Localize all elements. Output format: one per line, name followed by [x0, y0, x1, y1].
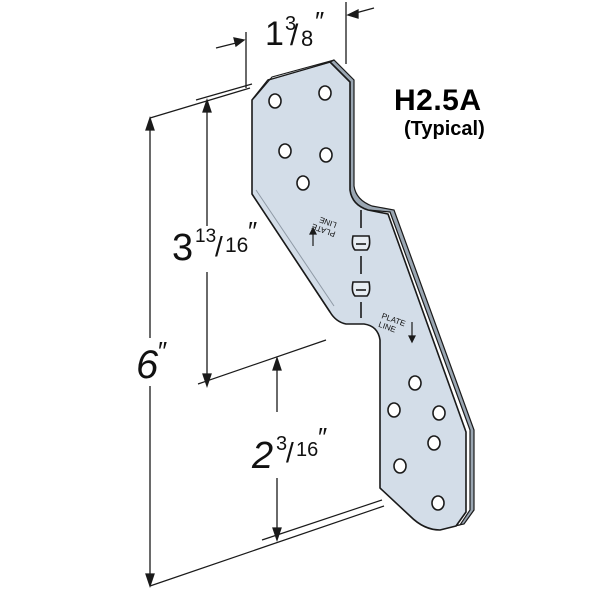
plate-centerline: [351, 210, 371, 318]
svg-text:6: 6: [136, 343, 159, 387]
svg-text:16: 16: [296, 439, 318, 461]
nail-holes: [268, 85, 446, 511]
nail-hole: [408, 375, 422, 391]
svg-text:″: ″: [158, 336, 167, 366]
svg-text:″: ″: [248, 216, 257, 246]
product-model-title: H2.5A: [394, 84, 482, 117]
nail-hole: [432, 405, 446, 421]
svg-text:3: 3: [285, 13, 296, 35]
nail-hole: [268, 93, 282, 109]
dimension-lower-height: 2 3 / 16 ″: [251, 355, 327, 543]
plate-line-arrow-lower-icon: [408, 322, 416, 344]
plate-line-arrow-upper-icon: [309, 226, 317, 246]
svg-text:3: 3: [276, 433, 287, 455]
svg-text:/: /: [215, 231, 223, 262]
svg-text:″: ″: [315, 6, 324, 36]
dimension-upper-height: 3 13 / 16 ″: [172, 97, 257, 389]
svg-text:16: 16: [225, 234, 248, 257]
svg-text:1: 1: [265, 15, 284, 53]
nail-hole: [427, 435, 441, 451]
nail-hole: [431, 495, 445, 511]
svg-text:″: ″: [318, 422, 327, 452]
svg-text:3: 3: [172, 227, 193, 269]
nail-hole: [319, 147, 333, 163]
dimension-total-height: 6 ″: [136, 115, 167, 589]
product-model-note: (Typical): [404, 118, 485, 140]
nail-hole: [318, 85, 332, 101]
nail-hole: [393, 458, 407, 474]
svg-text:2: 2: [251, 435, 273, 477]
svg-text:/: /: [286, 437, 294, 468]
dimension-width: 1 3 / 8 ″: [215, 2, 375, 88]
svg-text:/: /: [290, 19, 299, 52]
svg-text:8: 8: [301, 26, 313, 51]
nail-hole: [296, 175, 310, 191]
nail-hole: [387, 402, 401, 418]
svg-text:13: 13: [195, 226, 216, 247]
nail-hole: [278, 143, 292, 159]
extension-lines: [149, 83, 385, 587]
